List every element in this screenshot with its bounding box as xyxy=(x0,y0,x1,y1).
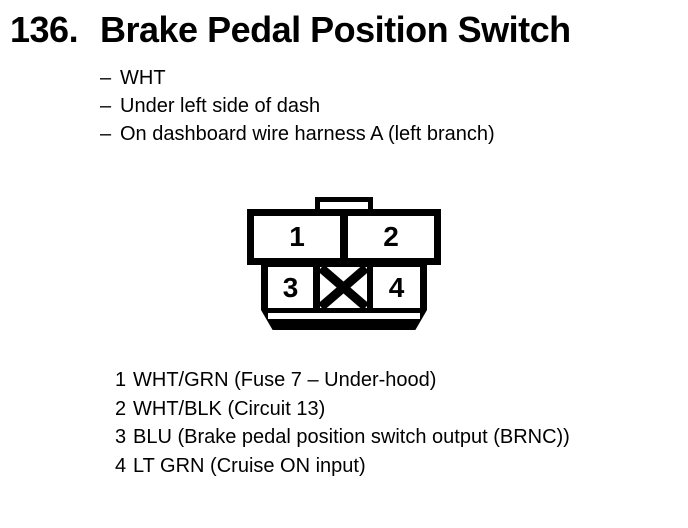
pin-description: WHT/GRN (Fuse 7 – Under-hood) xyxy=(133,369,437,391)
pin-description: BLU (Brake pedal position switch output … xyxy=(133,426,570,448)
cavity-2: 2 xyxy=(348,216,434,258)
cavity-4: 4 xyxy=(373,267,420,308)
dash-bullet: – xyxy=(100,95,112,117)
pin-description: WHT/BLK (Circuit 13) xyxy=(133,397,326,420)
pin-row-3: 3 BLU (Brake pedal position switch outpu… xyxy=(115,423,570,452)
pin-row-1: 1 WHT/GRN (Fuse 7 – Under-hood) xyxy=(115,366,570,395)
pin-row-2: 2 WHT/BLK (Circuit 13) xyxy=(115,395,570,424)
detail-text: WHT xyxy=(120,67,166,89)
pin-list: 1 WHT/GRN (Fuse 7 – Under-hood) 2 WHT/BL… xyxy=(115,366,570,480)
dash-bullet: – xyxy=(100,123,112,145)
connector-lock-tab xyxy=(315,197,373,211)
blocked-cavity xyxy=(320,267,367,308)
figure-number: 136. xyxy=(10,9,79,50)
connector-diagram: 1 2 3 4 xyxy=(247,197,441,330)
connector-lower-body: 3 4 xyxy=(261,265,427,310)
connector-details-list: – WHT – Under left side of dash – On das… xyxy=(100,64,495,148)
pin-number: 1 xyxy=(115,369,127,391)
connector-upper-body: 1 2 xyxy=(247,209,441,265)
x-icon xyxy=(320,267,367,308)
detail-item-harness: – On dashboard wire harness A (left bran… xyxy=(100,120,495,148)
cavity-1: 1 xyxy=(254,216,340,258)
pin-description: LT GRN (Cruise ON input) xyxy=(133,454,366,477)
page-title: Brake Pedal Position Switch xyxy=(100,9,571,50)
dash-bullet: – xyxy=(100,67,112,89)
connector-base-groove xyxy=(268,313,420,319)
detail-text: Under left side of dash xyxy=(120,95,321,117)
pin-number: 3 xyxy=(115,426,127,448)
detail-item-color: – WHT xyxy=(100,64,495,92)
cavity-3: 3 xyxy=(268,267,313,308)
detail-item-location: – Under left side of dash xyxy=(100,92,495,120)
detail-text: On dashboard wire harness A (left branch… xyxy=(120,123,495,145)
pin-number: 4 xyxy=(115,454,127,477)
pin-row-4: 4 LT GRN (Cruise ON input) xyxy=(115,452,570,481)
connector-base xyxy=(261,310,427,330)
pin-number: 2 xyxy=(115,397,127,420)
page-heading: 136. Brake Pedal Position Switch xyxy=(10,9,571,51)
